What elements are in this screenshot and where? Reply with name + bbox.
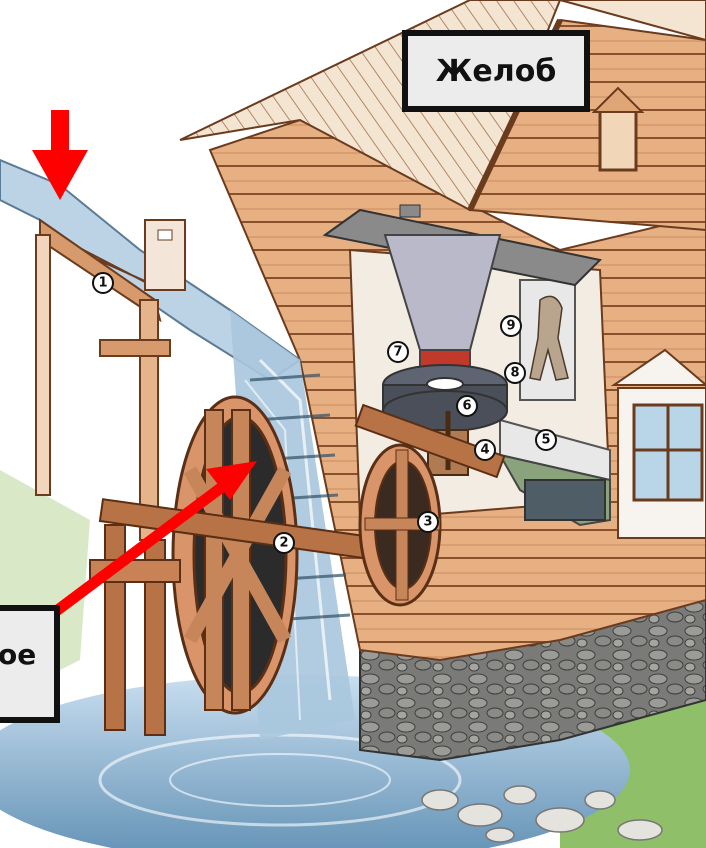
marker-3: 3 [417,511,439,533]
rocks [421,785,663,843]
miller-figure [529,295,569,381]
svg-text:7: 7 [393,345,402,360]
label-trough: Желоб [402,30,590,112]
chute-post-1 [35,234,51,496]
gable-window [598,108,638,172]
gear-wheel [358,443,442,607]
chute-beam [39,218,162,323]
water-wheel [171,395,299,715]
marker-5: 5 [535,429,557,451]
marker-8: 8 [504,362,526,384]
svg-text:5: 5 [541,433,550,448]
svg-text:6: 6 [462,399,471,414]
marker-2: 2 [273,532,295,554]
marker-7: 7 [387,341,409,363]
label-wheel: ое [0,605,60,723]
svg-text:1: 1 [98,276,107,291]
marker-9: 9 [500,315,522,337]
svg-text:4: 4 [480,443,489,458]
svg-text:9: 9 [506,319,515,334]
svg-text:8: 8 [510,366,519,381]
label-wheel-text: ое [0,638,37,671]
marker-4: 4 [474,439,496,461]
marker-6: 6 [456,395,478,417]
svg-text:3: 3 [423,515,432,530]
label-trough-text: Желоб [435,53,557,89]
arrow-top [32,110,88,200]
window-frame-top [610,348,706,386]
marker-1: 1 [92,272,114,294]
arrow-bottom [51,461,257,617]
svg-text:2: 2 [279,536,288,551]
